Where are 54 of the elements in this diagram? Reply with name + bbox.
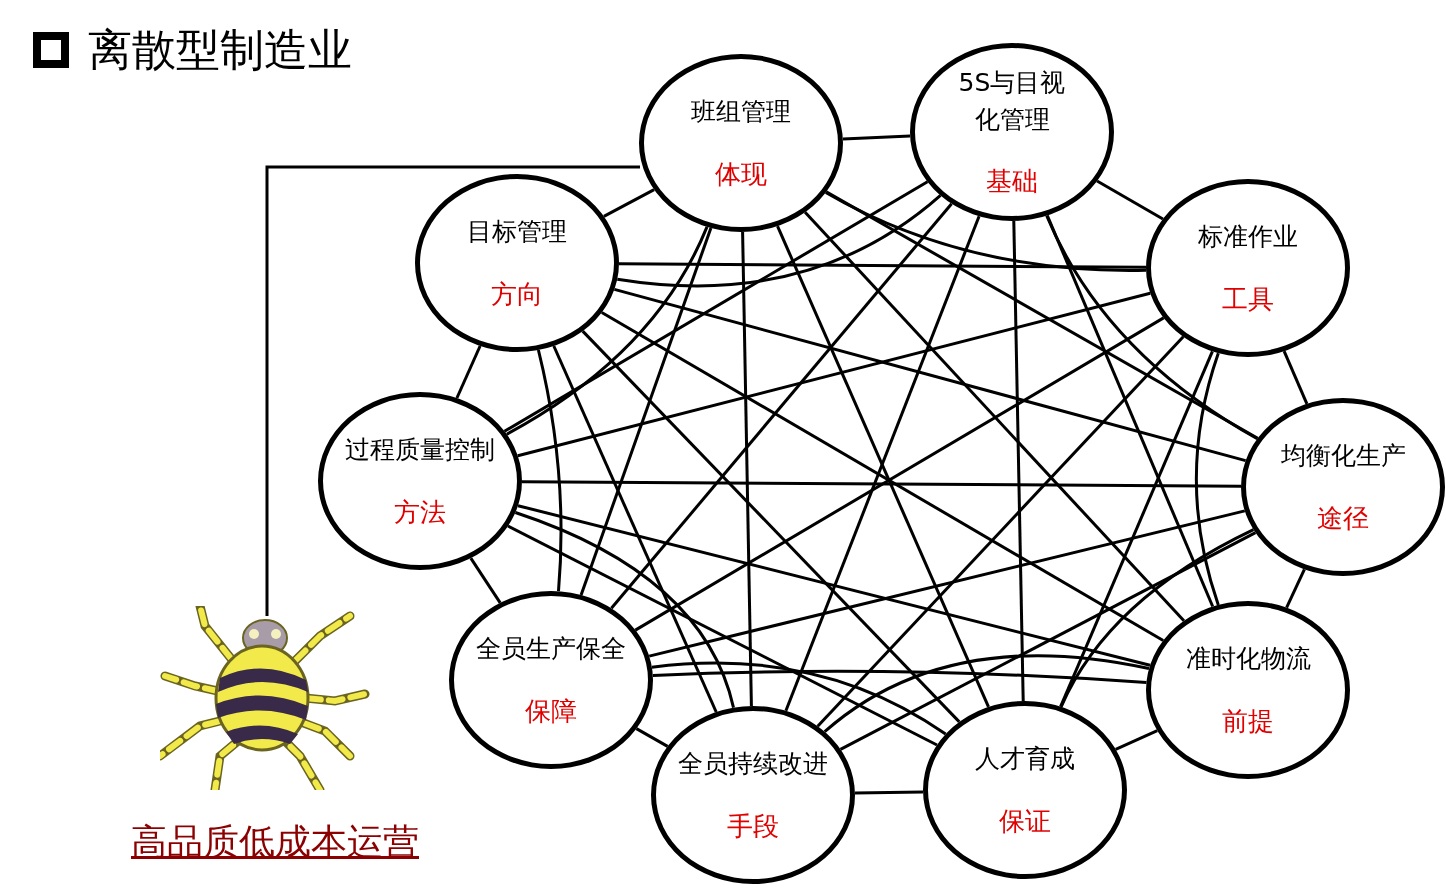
- connector-line: [651, 661, 947, 736]
- connector-line: [854, 790, 924, 795]
- node-label: 高品质低成本运营: [131, 820, 419, 864]
- connector-line: [514, 511, 735, 708]
- connector-line: [507, 524, 938, 747]
- connector-line: [648, 509, 1246, 658]
- connector-line: [522, 480, 1241, 488]
- connector-line: [506, 226, 709, 436]
- node-keyword: 体现: [715, 157, 767, 191]
- connector-line: [517, 291, 1151, 458]
- node-title: 过程质量控制: [345, 434, 495, 467]
- connector-line: [825, 191, 1146, 272]
- node-keyword: 基础: [986, 164, 1038, 198]
- node-title: 全员生产保全: [476, 633, 626, 666]
- node-keyword: 前提: [1222, 704, 1274, 738]
- node-keyword: 方向: [491, 277, 543, 311]
- node-keyword: 保证: [999, 804, 1051, 838]
- connector-line: [652, 669, 1147, 685]
- node-keyword: 保障: [525, 694, 577, 728]
- node-title: 标准作业: [1198, 221, 1298, 254]
- node-title: 准时化物流: [1185, 643, 1311, 676]
- node-keyword: 工具: [1222, 282, 1274, 316]
- node-title: 人才育成: [975, 743, 1075, 776]
- connector-line: [617, 194, 942, 288]
- title: 离散型制造业: [88, 23, 352, 77]
- connector-line: [603, 188, 655, 218]
- connector-line: [581, 330, 961, 723]
- connector-line: [842, 134, 911, 141]
- connector-line: [804, 211, 1185, 622]
- connector-line: [517, 504, 1151, 667]
- connector-line: [503, 180, 929, 433]
- connector-line: [1012, 220, 1025, 702]
- connector-line: [816, 335, 1185, 728]
- node-keyword: 途径: [1317, 501, 1369, 535]
- node-title: 均衡化生产: [1280, 440, 1406, 473]
- node-title: 班组管理: [691, 96, 791, 129]
- node-keyword: 手段: [727, 809, 779, 843]
- connector-line: [614, 287, 1246, 463]
- spider-drawing: [160, 606, 370, 790]
- thread-line: [265, 165, 640, 616]
- node-keyword: 方法: [394, 495, 446, 529]
- connector-line: [741, 231, 753, 707]
- connector-line: [635, 727, 669, 748]
- connector-line: [610, 202, 953, 610]
- connector-line: [536, 349, 563, 592]
- connector-line: [823, 654, 1150, 733]
- connector-line: [619, 262, 1146, 269]
- connector-line: [1115, 729, 1158, 751]
- node-title: 目标管理: [467, 216, 567, 249]
- connector-line: [1096, 179, 1164, 221]
- connector-line: [579, 227, 713, 596]
- connector-line: [1194, 352, 1220, 606]
- node-title: 全员持续改进: [678, 748, 828, 781]
- node-title: 5S与目视化管理: [957, 67, 1067, 136]
